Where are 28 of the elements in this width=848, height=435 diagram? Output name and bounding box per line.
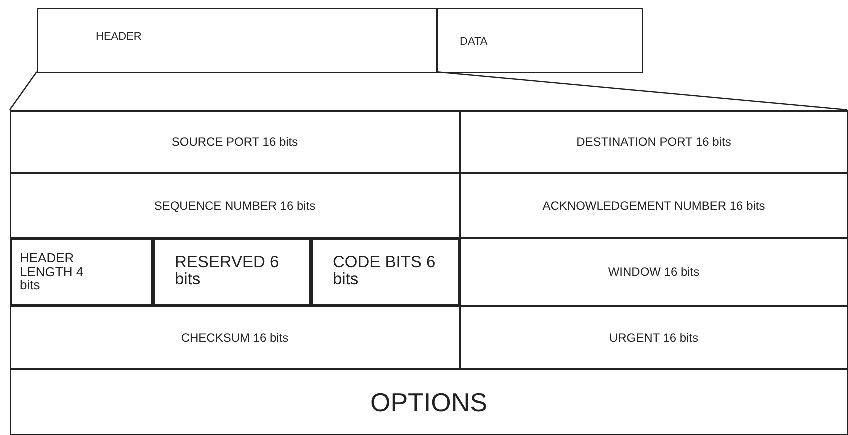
field-cell <box>311 238 460 306</box>
field-cell <box>153 238 311 306</box>
field-label: SOURCE PORT 16 bits <box>170 135 300 149</box>
field-label: HEADER <box>96 31 142 43</box>
field-label: DATA <box>460 36 488 48</box>
expansion-line <box>436 71 848 111</box>
field-cell <box>10 111 460 173</box>
field-label: SEQUENCE NUMBER 16 bits <box>153 198 317 212</box>
field-label: CODE BITS 6 bits <box>333 254 437 290</box>
field-label: ACKNOWLEDGEMENT NUMBER 16 bits <box>542 198 766 212</box>
field-cell <box>460 173 848 238</box>
field-cell <box>10 306 460 369</box>
field-cell <box>10 173 460 238</box>
field-label: OPTIONS <box>369 387 488 418</box>
expansion-line <box>9 72 38 110</box>
field-label: RESERVED 6 bits <box>175 254 280 290</box>
field-cell <box>460 111 848 173</box>
field-label: URGENT 16 bits <box>608 330 700 344</box>
field-label: WINDOW 16 bits <box>607 265 701 279</box>
field-label: DESTINATION PORT 16 bits <box>576 135 732 149</box>
field-cell <box>10 238 153 306</box>
field-cell <box>437 8 643 73</box>
table-frame <box>10 110 848 435</box>
field-cell <box>460 306 848 369</box>
field-cell <box>37 8 437 73</box>
field-label: HEADER LENGTH 4 bits <box>20 252 85 292</box>
field-cell <box>460 238 848 306</box>
field-label: CHECKSUM 16 bits <box>180 330 290 344</box>
